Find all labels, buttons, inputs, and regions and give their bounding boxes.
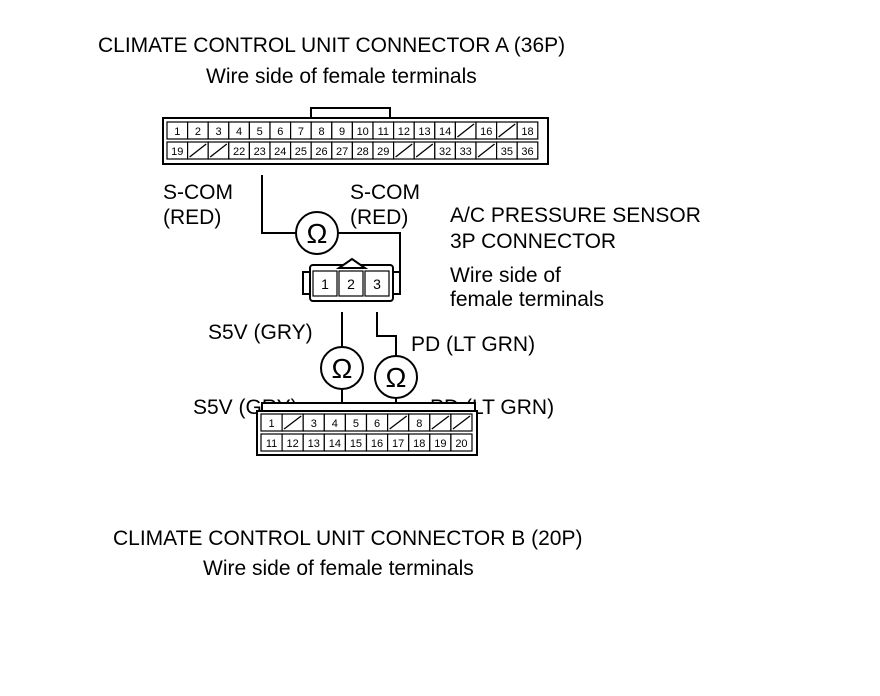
sensor-pin-3 xyxy=(364,270,390,297)
connector-a-terminal-label: 11 xyxy=(378,126,389,138)
sensor-subtitle-1: Wire side of xyxy=(450,264,561,287)
sensor-title-2: 3P CONNECTOR xyxy=(450,230,616,253)
connector-a-terminal-label: 26 xyxy=(315,146,327,158)
sensor-lock-icon xyxy=(335,257,369,269)
connector-a-subtitle: Wire side of female terminals xyxy=(206,65,477,88)
connector-a-terminal-label: 12 xyxy=(398,126,410,138)
connector-b-terminal-label: 3 xyxy=(311,418,317,430)
connector-a-terminal-label: 10 xyxy=(357,126,369,138)
sensor-title-1: A/C PRESSURE SENSOR xyxy=(450,204,701,227)
connector-b-terminal-label: 17 xyxy=(392,438,404,450)
connector-b-terminal-label: 5 xyxy=(353,418,359,430)
connector-a-terminal-label: 29 xyxy=(377,146,389,158)
connector-a-terminal-label: 32 xyxy=(439,146,451,158)
connector-b-terminal-label: 6 xyxy=(374,418,380,430)
sensor-pin-2 xyxy=(338,270,364,297)
sensor-pin-1 xyxy=(312,270,338,297)
connector-a-terminal-label: 13 xyxy=(418,126,430,138)
scom-left-label: S-COM xyxy=(163,181,233,204)
connector-a-title: CLIMATE CONTROL UNIT CONNECTOR A (36P) xyxy=(98,34,565,57)
connector-b-terminal-label: 13 xyxy=(308,438,320,450)
pd-upper-label: PD (LT GRN) xyxy=(411,333,535,356)
connector-a-terminal-label: 35 xyxy=(501,146,513,158)
connector-a-terminal-label: 9 xyxy=(339,126,345,138)
ohm-symbol-icon: Ω xyxy=(386,362,407,393)
connector-b-unused-terminal xyxy=(452,415,471,430)
connector-b-subtitle: Wire side of female terminals xyxy=(203,557,474,580)
connector-a-terminal-label: 19 xyxy=(171,146,183,158)
connector-b-terminal-label: 20 xyxy=(455,438,467,450)
connector-a-terminal-label: 25 xyxy=(295,146,307,158)
scom-right-color: (RED) xyxy=(350,206,408,229)
connector-b-title: CLIMATE CONTROL UNIT CONNECTOR B (20P) xyxy=(113,527,582,550)
wire-scom-connector-a xyxy=(261,175,296,234)
connector-b-unused-terminal xyxy=(283,415,302,430)
connector-b-terminal-label: 11 xyxy=(266,438,277,450)
scom-right-label: S-COM xyxy=(350,181,420,204)
connector-a-terminal-label: 27 xyxy=(336,146,348,158)
connector-b-terminal-label: 18 xyxy=(413,438,425,450)
connector-b-terminal-label: 12 xyxy=(287,438,299,450)
connector-a-terminal-label: 23 xyxy=(254,146,266,158)
connector-a-terminal-label: 2 xyxy=(195,126,201,138)
connector-a-terminal-label: 4 xyxy=(236,126,242,138)
connector-b-terminal-label: 4 xyxy=(332,418,338,430)
connector-a-terminal-label: 33 xyxy=(460,146,472,158)
s5v-upper-label: S5V (GRY) xyxy=(208,321,313,344)
scom-left-color: (RED) xyxy=(163,206,221,229)
connector-a-terminal-label: 14 xyxy=(439,126,451,138)
connector-a-unused-terminal xyxy=(189,143,207,158)
sensor-pin-3-label: 3 xyxy=(373,276,381,292)
connector-a-unused-terminal xyxy=(209,143,228,158)
connector-b-terminal-label: 8 xyxy=(416,418,422,430)
connector-b-unused-terminal xyxy=(389,415,408,430)
connector-a-terminal-label: 22 xyxy=(233,146,245,158)
connector-a-terminal-label: 18 xyxy=(521,126,533,138)
connector-b-terminal-label: 1 xyxy=(268,418,274,430)
sensor-subtitle-2: female terminals xyxy=(450,288,604,311)
connector-a-unused-terminal xyxy=(456,123,475,138)
connector-b-unused-terminal xyxy=(431,415,450,430)
connector-a-terminal-label: 36 xyxy=(521,146,533,158)
sensor-connector: 1 2 3 xyxy=(302,257,401,302)
connector-a-terminal-label: 8 xyxy=(318,126,324,138)
connector-a-terminal xyxy=(516,141,539,160)
connector-b-terminal-label: 16 xyxy=(371,438,383,450)
ohmmeter-pd: Ω xyxy=(374,355,418,399)
connector-a-unused-terminal xyxy=(498,123,516,138)
wire-pd-sensor xyxy=(376,312,397,356)
ohmmeter-s5v: Ω xyxy=(320,346,364,390)
sensor-pin-2-label: 2 xyxy=(347,276,355,292)
connector-a-terminal-label: 16 xyxy=(480,126,492,138)
ohmmeter-scom: Ω xyxy=(295,211,339,255)
connector-a-unused-terminal xyxy=(395,143,413,158)
connector-a-terminal xyxy=(516,121,539,140)
connector-b-terminal xyxy=(450,433,473,452)
sensor-pin-1-label: 1 xyxy=(321,276,329,292)
connector-a-unused-terminal xyxy=(477,143,496,158)
connector-a-unused-terminal xyxy=(415,143,434,158)
ohm-symbol-icon: Ω xyxy=(332,353,353,384)
connector-b-terminal-label: 14 xyxy=(329,438,341,450)
connector-a-terminal-label: 24 xyxy=(274,146,286,158)
connector-b-terminal-label: 19 xyxy=(434,438,446,450)
connector-b-terminal-label: 15 xyxy=(350,438,362,450)
connector-a-terminal-label: 5 xyxy=(257,126,263,138)
ohm-symbol-icon: Ω xyxy=(307,218,328,249)
connector-a-terminal-label: 1 xyxy=(174,126,180,138)
connector-a-terminal-label: 28 xyxy=(357,146,369,158)
connector-a-terminal-label: 6 xyxy=(277,126,283,138)
connector-a-terminal-label: 7 xyxy=(298,126,304,138)
connector-a-terminal-label: 3 xyxy=(215,126,221,138)
